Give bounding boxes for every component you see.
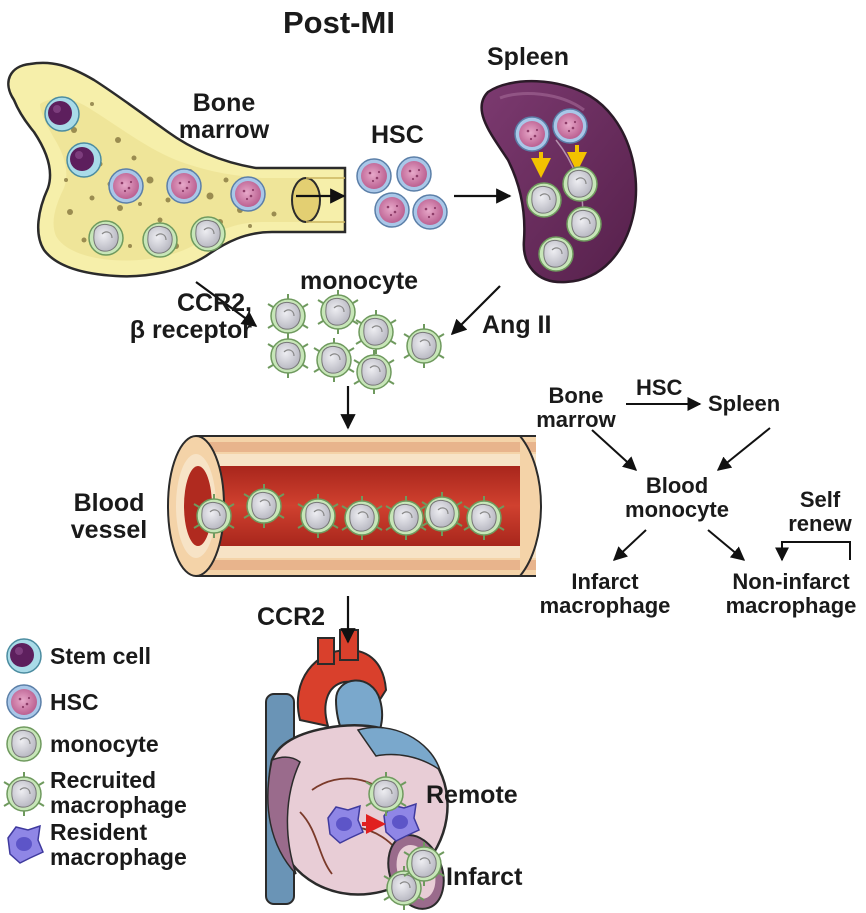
spleen-illustration <box>480 79 638 284</box>
flow-spleen: Spleen <box>708 391 781 416</box>
flow-self-renew-line1: Self <box>799 487 841 512</box>
flow-self-renew: Self renew <box>780 488 860 536</box>
flow-arrows <box>195 188 512 644</box>
bone-marrow-label-line2: marrow <box>178 116 270 144</box>
flow-self-renew-line2: renew <box>788 510 852 536</box>
monocyte-icon <box>142 222 178 258</box>
flow-hsc: HSC <box>636 375 683 400</box>
legend-monocyte: monocyte <box>50 731 159 757</box>
blood-vessel-illustration <box>167 435 542 577</box>
stem-cell-icon <box>66 142 102 178</box>
hsc-label: HSC <box>371 121 424 149</box>
flow-blood-monocyte-line2: monocyte <box>625 496 729 522</box>
flow-infarct-macrophage-line1: Infarct <box>571 569 639 594</box>
flow-bone-marrow-line2: marrow <box>536 406 616 432</box>
legend-recruited-line2: macrophage <box>50 791 187 818</box>
spleen-label: Spleen <box>487 43 569 71</box>
hsc-icon <box>230 176 266 212</box>
bone-marrow-label: Bone marrow <box>164 90 284 144</box>
hsc-icon <box>166 168 202 204</box>
hsc-cluster <box>356 156 448 230</box>
page-title: Post-MI <box>283 5 395 40</box>
legend-recruited-line1: Recruited <box>50 767 157 793</box>
monocyte-icon <box>88 220 124 256</box>
flow-blood-monocyte-line1: Blood <box>645 473 709 498</box>
legend-icons <box>4 638 44 864</box>
legend-stem-cell: Stem cell <box>50 643 151 669</box>
flow-bone-marrow-line1: Bone <box>548 383 604 408</box>
flow-blood-monocyte: Blood monocyte <box>614 474 740 522</box>
blood-vessel-line2: vessel <box>70 516 148 544</box>
legend-resident-line2: macrophage <box>50 843 187 870</box>
legend-resident-line1: Resident <box>50 819 148 845</box>
hsc-icon <box>108 168 144 204</box>
stem-cell-icon <box>44 96 80 132</box>
monocyte-cluster <box>268 290 444 394</box>
blood-vessel-label: Blood vessel <box>54 490 164 544</box>
ccr2-beta-receptor-label: CCR2, β receptor <box>84 290 252 344</box>
flow-infarct-macrophage: Infarct macrophage <box>538 570 672 618</box>
lineage-flowchart-arrows <box>591 397 851 562</box>
ccr2-beta-line2: β receptor <box>129 316 252 344</box>
bone-marrow-illustration <box>7 61 347 278</box>
flow-infarct-macrophage-line2: macrophage <box>539 592 671 618</box>
monocyte-icon <box>190 216 226 252</box>
legend-recruited-macrophage: Recruited macrophage <box>50 768 187 818</box>
flow-noninfarct-macrophage: Non-infarct macrophage <box>718 570 864 618</box>
remote-label: Remote <box>426 781 518 809</box>
bone-marrow-label-line1: Bone <box>192 89 256 117</box>
ccr2-label: CCR2 <box>257 603 326 631</box>
flow-bone-marrow: Bone marrow <box>522 384 630 432</box>
monocyte-label: monocyte <box>300 267 419 295</box>
ccr2-beta-line1: CCR2, <box>176 289 252 317</box>
flow-noninfarct-macrophage-line1: Non-infarct <box>732 569 850 594</box>
heart-illustration <box>265 629 449 913</box>
legend-resident-macrophage: Resident macrophage <box>50 820 187 870</box>
ang-ii-label: Ang II <box>482 311 552 339</box>
infarct-label: Infarct <box>446 863 523 891</box>
flow-noninfarct-macrophage-line2: macrophage <box>725 592 857 618</box>
blood-vessel-line1: Blood <box>73 489 145 517</box>
legend-hsc: HSC <box>50 689 99 715</box>
